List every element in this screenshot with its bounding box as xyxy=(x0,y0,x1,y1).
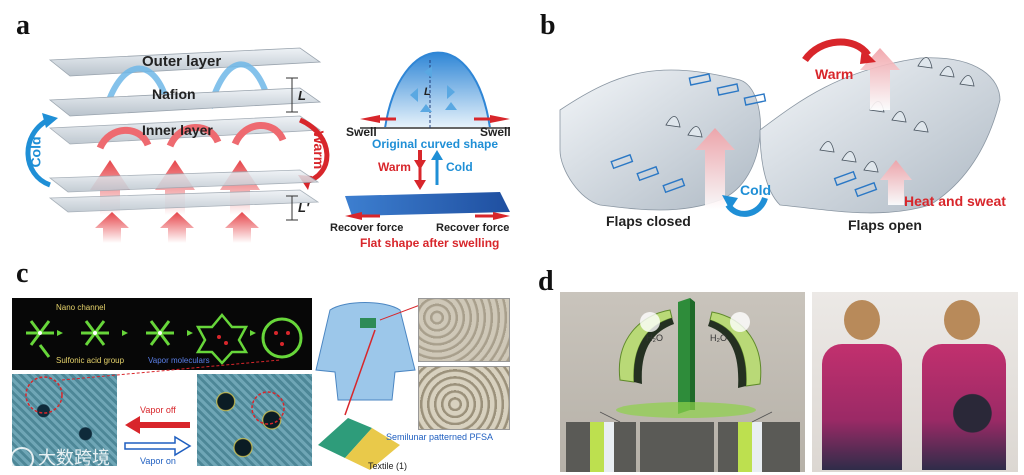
cold-up-arrow xyxy=(431,150,443,160)
heat-arrow-left xyxy=(695,128,735,210)
label-flat-shape: Flat shape after swelling xyxy=(360,236,500,250)
recover-force-arrow-right xyxy=(493,212,510,220)
flat-nafion-bar xyxy=(345,192,510,216)
label-swell-right: Swell xyxy=(480,125,511,139)
label-L-prime: L′ xyxy=(298,200,310,215)
model-right-head xyxy=(944,300,980,340)
label-semilunar: Semilunar patterned PFSA xyxy=(386,432,494,442)
label-sulfonic-acid-group: Sulfonic acid group xyxy=(56,356,125,365)
cold-cycle-arrow xyxy=(25,117,52,188)
heat-arrow-bottom xyxy=(880,160,912,205)
model-right-torso xyxy=(922,344,1006,470)
label-swell-left: Swell xyxy=(346,125,377,139)
label-recover-force-left: Recover force xyxy=(330,222,404,234)
label-inner-layer: Inner layer xyxy=(142,122,213,138)
panel-label-d: d xyxy=(538,266,554,297)
label-warm-b: Warm xyxy=(815,66,854,82)
label-h2o-left: H₂O xyxy=(646,333,663,343)
flat-outer-sheet xyxy=(48,169,320,193)
label-h2o-right: H₂O xyxy=(710,333,727,343)
nano-channel-circle xyxy=(261,317,303,359)
label-textile: Textile (1) xyxy=(368,461,408,471)
label-original-curved-shape: Original curved shape xyxy=(372,137,499,151)
heat-up-arrow xyxy=(95,212,129,243)
panel-label-c: c xyxy=(16,258,29,289)
label-warm-small: Warm xyxy=(378,160,411,174)
curl-arrow xyxy=(166,124,222,148)
textile-piece xyxy=(318,418,372,458)
watermark-text: 大数跨境 xyxy=(38,448,110,468)
model-left-torso xyxy=(822,344,902,470)
label-cold-b: Cold xyxy=(740,182,772,198)
curl-arrow xyxy=(231,122,287,146)
label-vapor-on: Vapor on xyxy=(140,456,176,466)
label-nano-channel: Nano channel xyxy=(56,303,106,312)
hexagram-channel xyxy=(195,313,249,365)
label-flaps-closed: Flaps closed xyxy=(606,213,691,229)
nafion-fin xyxy=(102,65,168,113)
curved-nafion-arch xyxy=(383,51,492,129)
vapor-off-arrow xyxy=(125,416,190,434)
label-nafion: Nafion xyxy=(152,86,196,102)
swell-arrow-left xyxy=(360,115,380,123)
micrograph-vapor-on xyxy=(197,374,312,466)
swell-arrow-right xyxy=(490,115,510,123)
label-cold-small: Cold xyxy=(446,160,473,174)
curl-arrow xyxy=(96,126,152,150)
vapor-on-arrow xyxy=(124,435,192,457)
nafion-sheet xyxy=(48,87,322,117)
flat-inner-sheet xyxy=(48,189,320,213)
label-heat-and-sweat: Heat and sweat xyxy=(904,193,1006,209)
heat-up-arrow xyxy=(225,212,259,243)
label-vapor-moleculars: Vapor moleculars xyxy=(148,356,210,365)
closeup-semilunar-top xyxy=(418,298,510,362)
model-left-head xyxy=(844,300,880,340)
watermark: 大数跨境 xyxy=(10,444,110,472)
recover-force-arrow-left xyxy=(345,212,362,220)
label-vapor-off: Vapor off xyxy=(140,405,176,415)
label-outer-layer: Outer layer xyxy=(142,53,222,70)
heat-up-arrow xyxy=(160,212,194,243)
watermark-logo-icon xyxy=(10,447,34,472)
panel-label-a: a xyxy=(16,10,30,41)
label-L-arch: L xyxy=(424,86,431,98)
label-recover-force-right: Recover force xyxy=(436,222,510,234)
outer-layer-sheet xyxy=(48,47,322,77)
panel-label-b: b xyxy=(540,10,556,41)
label-flaps-open: Flaps open xyxy=(848,217,922,233)
garment-photo xyxy=(812,292,1018,472)
heat-arrow-right xyxy=(860,48,900,110)
label-L: L xyxy=(298,88,306,103)
closeup-semilunar-bottom xyxy=(418,366,510,430)
